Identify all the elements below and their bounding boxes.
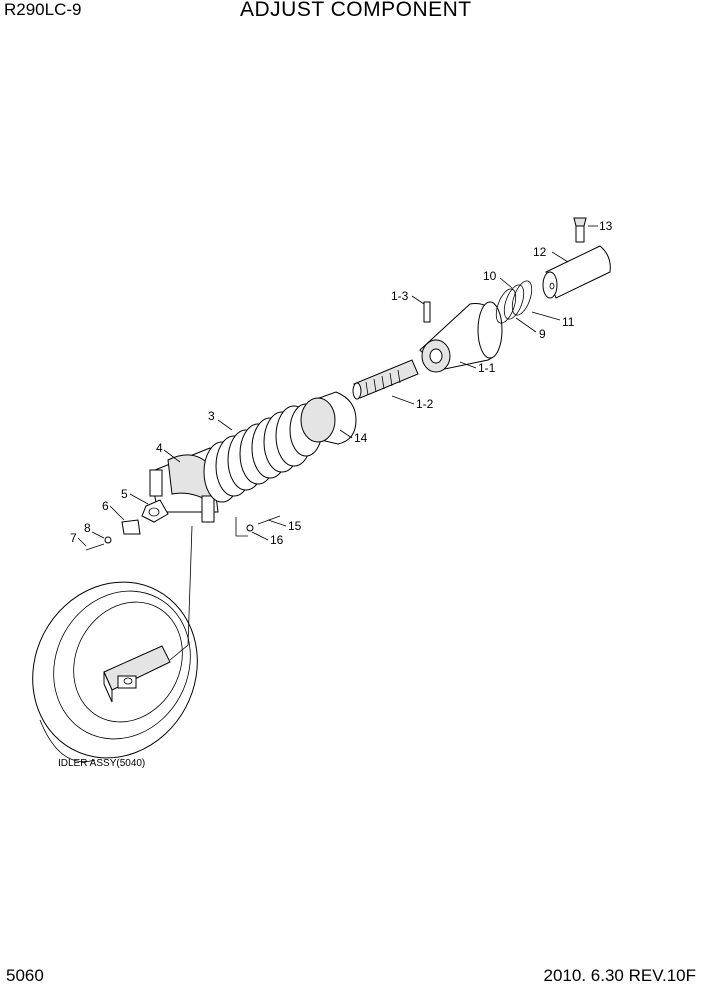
date-revision: 2010. 6.30 REV.10F xyxy=(543,966,697,985)
callout-16: 16 xyxy=(270,533,284,547)
idler-assy-label: IDLER ASSY(5040) xyxy=(58,758,145,769)
callout-1-3: 1-3 xyxy=(391,289,409,303)
callout-11: 11 xyxy=(562,315,575,329)
callout-13: 13 xyxy=(599,219,613,233)
part-1-2-rod xyxy=(352,359,419,400)
part-1-1-cylinder xyxy=(419,301,503,373)
page-title: ADJUST COMPONENT xyxy=(240,0,472,21)
callout-1-1: 1-1 xyxy=(478,361,496,375)
callout-6: 6 xyxy=(102,499,109,513)
idler-leader-line xyxy=(169,525,193,661)
callout-15: 15 xyxy=(288,519,302,533)
idler-wheel xyxy=(32,581,198,762)
callout-14: 14 xyxy=(354,431,368,445)
callout-10: 10 xyxy=(483,269,497,283)
page-number: 5060 xyxy=(6,966,44,985)
callout-3: 3 xyxy=(208,409,215,423)
part-12-valve xyxy=(542,245,611,299)
part-1-3-pin xyxy=(423,301,431,323)
part-13-fitting xyxy=(573,217,587,243)
part-14-spacer xyxy=(300,391,357,445)
callout-9: 9 xyxy=(539,327,546,341)
fasteners xyxy=(85,499,281,551)
callout-1-2: 1-2 xyxy=(416,397,434,411)
callout-8: 8 xyxy=(84,521,91,535)
callout-7: 7 xyxy=(70,531,77,545)
callout-5: 5 xyxy=(121,487,128,501)
part-4-bracket xyxy=(149,447,219,523)
callout-12: 12 xyxy=(533,245,547,259)
part-9-10-11-rings xyxy=(495,280,533,324)
callout-4: 4 xyxy=(156,441,163,455)
model-name: R290LC-9 xyxy=(4,0,82,19)
